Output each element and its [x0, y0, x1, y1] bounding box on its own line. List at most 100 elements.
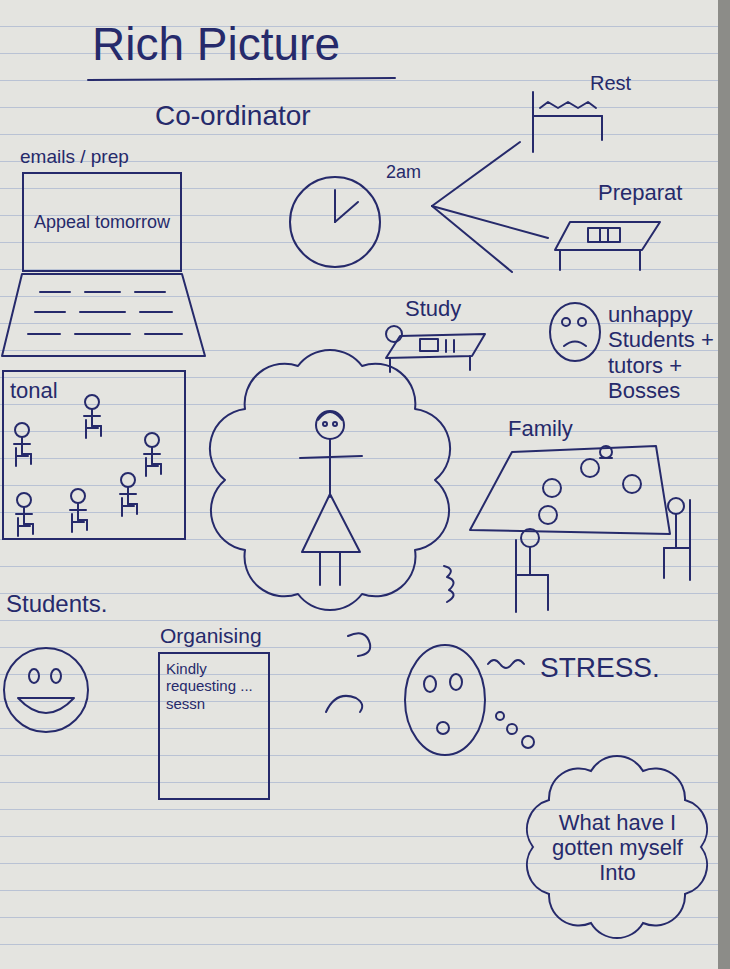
family-table-part [547, 575, 549, 610]
tutorial-figures-part [70, 489, 87, 532]
desk-sketch-part [599, 228, 601, 242]
node-heading: tonal [10, 378, 58, 403]
thought-squiggles [326, 566, 454, 712]
self-cloud [210, 350, 450, 610]
study-desk-sketch-part [420, 339, 438, 351]
choice-lines-part [432, 142, 520, 206]
woman-figure-part [316, 411, 344, 439]
desk-sketch-part [588, 228, 620, 242]
stressed-face-part [424, 676, 436, 692]
family-table-part [581, 459, 599, 477]
laptop-keyboard [2, 274, 205, 356]
woman-figure-part [339, 552, 341, 585]
clock-part [290, 177, 380, 267]
activity-label: Rest [590, 72, 631, 95]
family-table-part [623, 475, 641, 493]
happy-face-part [18, 698, 74, 713]
clock-part [335, 202, 358, 222]
stressed-face-part [488, 660, 524, 668]
stressed-face-part [496, 712, 504, 720]
stressed-face-part [405, 645, 485, 755]
family-table-part [600, 446, 612, 458]
family-table-part [664, 547, 690, 549]
family-table [470, 446, 690, 612]
laptop-keyboard-part [35, 311, 65, 313]
note-text: Kindly requesting ... sessn [166, 660, 262, 712]
happy-face-part [51, 669, 61, 683]
clock-part [334, 190, 336, 222]
study-desk-sketch-part [469, 356, 471, 370]
desk-sketch-part [607, 228, 609, 242]
tutorial-figures-part [144, 433, 161, 476]
desk-sketch [555, 222, 660, 270]
woman-figure-part [329, 439, 331, 497]
thought-squiggles-part [444, 566, 454, 602]
laptop-keyboard-part [85, 291, 120, 293]
study-desk-sketch-part [453, 340, 455, 352]
activity-label: Preparat [598, 180, 682, 205]
choice-lines-part [432, 206, 548, 238]
study-desk-sketch-part [445, 340, 447, 352]
organising-note: OrganisingKindly requesting ... sessn [158, 652, 270, 800]
family-table-part [689, 500, 691, 580]
woman-figure-part [302, 494, 360, 552]
tutorial-figures-part [120, 473, 137, 516]
thought-text: What have I gotten myself Into [548, 810, 688, 886]
desk-sketch-part [559, 250, 561, 270]
node-heading: emails / prep [20, 146, 129, 168]
desk-sketch-part [555, 222, 660, 250]
group-label: Students. [6, 590, 107, 618]
unhappy-face-part [564, 342, 586, 347]
family-table-part [470, 446, 670, 534]
happy-face-part [29, 669, 39, 683]
laptop-keyboard-part [135, 291, 165, 293]
unhappy-face [550, 303, 600, 361]
choice-lines-part [432, 206, 512, 272]
stressed-face-part [522, 736, 534, 748]
laptop-keyboard-part [140, 311, 172, 313]
family-table-part [663, 548, 665, 578]
stressed-face-part [507, 724, 517, 734]
notebook-spine [718, 0, 730, 969]
study-desk-sketch-part [386, 334, 485, 358]
thought-squiggles-part [326, 696, 362, 712]
woman-figure-part [300, 456, 362, 458]
family-table-part [675, 514, 677, 548]
thought-squiggles-part [348, 633, 370, 656]
note-label: unhappy Students + tutors + Bosses [608, 302, 716, 403]
desk-sketch-part [639, 250, 641, 270]
happy-face [4, 648, 88, 732]
node-heading: Organising [160, 624, 262, 648]
laptop-keyboard-part [75, 333, 130, 335]
unhappy-face-part [550, 303, 600, 361]
bed-sketch [533, 92, 602, 152]
tutorial-figures-part [14, 423, 31, 466]
family-table-part [521, 529, 539, 547]
time-label: 2am [386, 162, 421, 183]
clock [290, 177, 380, 267]
family-table-part [529, 547, 531, 575]
family-table-part [600, 457, 612, 459]
laptop-keyboard-part [40, 291, 70, 293]
bed-sketch-part [532, 92, 534, 152]
tutorial-figures-part [16, 493, 33, 536]
stressed-face-part [450, 674, 462, 690]
laptop-keyboard-part [2, 274, 205, 356]
family-table-part [539, 506, 557, 524]
woman-figure-part [333, 422, 337, 426]
title-underline [88, 78, 395, 80]
study-desk-sketch-part [386, 326, 402, 342]
laptop-keyboard-part [28, 333, 60, 335]
study-desk-sketch [386, 326, 485, 372]
laptop-screen: emails / prepAppeal tomorrow [22, 172, 182, 272]
unhappy-face-part [562, 318, 570, 326]
page-title: Rich Picture [92, 18, 340, 71]
laptop-keyboard-part [80, 311, 125, 313]
bed-sketch-part [533, 115, 602, 117]
laptop-keyboard-part [145, 333, 182, 335]
bed-sketch-part [540, 102, 596, 108]
tutorial-figures [14, 395, 161, 536]
cloud-path [527, 756, 707, 938]
bed-sketch-part [601, 116, 603, 140]
